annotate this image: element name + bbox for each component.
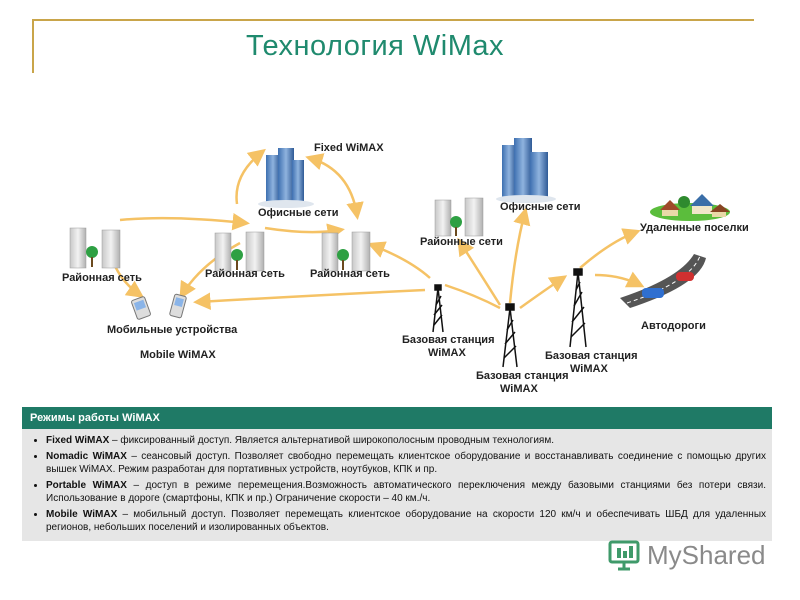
wimax-diagram: Fixed WiMAX Офисные сети Офисные сети Ра… [62, 138, 749, 395]
office-label: Офисные сети [500, 201, 581, 213]
arrow-bs2-to-district [457, 237, 502, 306]
arrow-bs3-to-remote [579, 228, 641, 269]
mobile-wimax-label: Mobile WiMAX [140, 349, 216, 361]
arrow-bs1-to-devices [193, 288, 426, 311]
base-station-tower-icon [432, 284, 444, 333]
remote-villages-label: Удаленные поселки [640, 222, 749, 234]
mode-description: – фиксированный доступ. Является альтерн… [109, 435, 554, 446]
mode-term: Fixed WiMAX [46, 435, 110, 446]
list-item: Portable WiMAX – доступ в режиме перемещ… [46, 479, 766, 505]
arrow-right-to-bs1 [367, 241, 431, 279]
modes-panel-header: Режимы работы WiMAX [22, 407, 772, 429]
office-label: Офисные сети [258, 207, 339, 219]
roads-label: Автодороги [641, 320, 706, 332]
list-item: Nomadic WiMAX – сеансовый доступ. Позвол… [46, 450, 766, 476]
list-item: Fixed WiMAX – фиксированный доступ. Явля… [46, 434, 766, 447]
district-building-icon [434, 197, 484, 237]
arrow-mid-to-device [179, 241, 241, 300]
district-building-icon [214, 231, 265, 272]
mobile-devices-label: Мобильные устройства [107, 324, 238, 336]
mobile-device-icon [131, 296, 151, 320]
arrow-bs1-to-bs2 [444, 283, 501, 310]
fixed-wimax-label: Fixed WiMAX [314, 142, 384, 154]
arrow-mid-to-office [235, 148, 266, 205]
district-label: Районная сеть [310, 268, 390, 280]
logo-text: MyShared [647, 540, 766, 571]
mode-description: – мобильный доступ. Позволяет перемещать… [46, 509, 767, 533]
mode-term: Nomadic WiMAX [46, 451, 127, 462]
modes-panel-body: Fixed WiMAX – фиксированный доступ. Явля… [22, 429, 772, 541]
base-station-label: WiMAX [428, 347, 466, 359]
arrow-bs2-to-bs3 [519, 275, 568, 310]
base-station-tower-icon [569, 268, 587, 348]
page-title: Технология WiMax [245, 30, 505, 62]
mode-description: – сеансовый доступ. Позволяет свободно п… [46, 451, 766, 475]
district-building-icon [69, 227, 121, 269]
road-icon [620, 254, 706, 308]
frame-line-left [32, 19, 34, 73]
mode-term: Mobile WiMAX [46, 509, 118, 520]
mobile-device-icon [169, 293, 187, 319]
arrow-bs3-to-roads [594, 271, 645, 288]
base-station-label: Базовая станция [402, 334, 495, 346]
base-station-tower-icon [502, 303, 518, 368]
district-label: Районные сети [420, 236, 503, 248]
logo-icon [608, 540, 640, 571]
mode-term: Portable WiMAX [46, 480, 127, 491]
office-building-icon [258, 148, 314, 208]
arrow-office-to-right [305, 153, 364, 220]
base-station-label: Базовая станция [476, 370, 569, 382]
myshared-logo: MyShared [607, 538, 767, 572]
modes-list: Fixed WiMAX – фиксированный доступ. Явля… [32, 434, 766, 534]
car-icon [676, 272, 694, 281]
logo-text-shared: Shared [681, 540, 766, 570]
base-station-label: WiMAX [500, 383, 538, 395]
district-label: Районная сеть [62, 272, 142, 284]
office-building-icon [496, 138, 556, 203]
village-icon [650, 194, 730, 221]
mode-description: – доступ в режиме перемещения.Возможност… [46, 480, 766, 504]
frame-line-top [32, 19, 754, 21]
logo-text-my: My [647, 540, 682, 570]
list-item: Mobile WiMAX – мобильный доступ. Позволя… [46, 508, 766, 534]
arrow-mid-to-right [264, 223, 345, 241]
district-building-icon [321, 231, 371, 272]
arrow-left-to-mid [119, 212, 250, 231]
base-station-label: WiMAX [570, 363, 608, 375]
base-station-label: Базовая станция [545, 350, 638, 362]
arrow-bs2-to-office [508, 207, 531, 304]
connection-arrows [108, 148, 645, 311]
district-label: Районная сеть [205, 268, 285, 280]
car-icon [642, 288, 664, 298]
